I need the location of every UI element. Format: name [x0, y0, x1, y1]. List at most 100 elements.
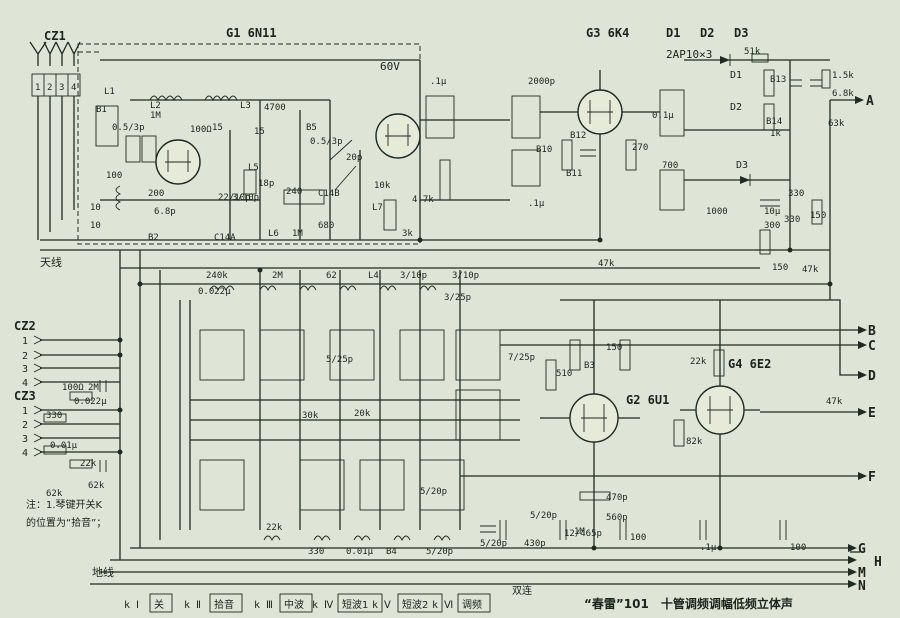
output-d: D [868, 369, 876, 384]
component-value: B12 [570, 131, 586, 141]
key-button[interactable] [279, 593, 313, 613]
component-value: 100 [790, 543, 806, 553]
g4-label: G4 6E2 [728, 357, 771, 371]
component-value: 62 [326, 271, 337, 281]
component-value: 2000p [528, 77, 555, 87]
component-value: 15 [254, 127, 265, 137]
component-value: 15 [212, 123, 223, 133]
component-value: 0.022μ [198, 287, 231, 297]
labels: CZ1 1 2 3 4 G1 6N11 60V G3 6K4 D1 D2 D3 … [14, 26, 882, 611]
component-value: 100 [630, 533, 646, 543]
component-value: 470p [606, 493, 628, 503]
key-label: 中波 [284, 598, 304, 611]
component-value: 150 [772, 263, 788, 273]
key-label: 拾音 [214, 598, 234, 611]
g1-label: G1 6N11 [226, 26, 277, 40]
component-value: 3k [402, 229, 413, 239]
key-number: k Ⅱ [184, 600, 201, 611]
component-value: 0.01μ [346, 547, 374, 557]
component-value: 10 [90, 203, 101, 213]
key-label: 调频 [462, 598, 482, 611]
component-value: .1μ [528, 199, 545, 209]
if-section [420, 70, 660, 240]
component-value: B14 [766, 117, 782, 127]
component-value: B5 [306, 123, 317, 133]
component-value: C14B [318, 189, 340, 199]
diode-type: 2AP10×3 [666, 48, 712, 61]
output-h: H [874, 555, 882, 570]
component-value: .1μ [700, 543, 717, 553]
cz2-label: CZ2 [14, 319, 36, 333]
band-switch-matrix [189, 270, 520, 542]
cz3-pin-3: 3 [22, 434, 28, 445]
component-value: 300 [764, 221, 780, 231]
component-value: 47k [802, 265, 819, 275]
cz1-pin-4: 4 [71, 83, 76, 93]
tube-g1b [375, 113, 421, 159]
component-value: 100Ω [190, 125, 212, 135]
output-m: M [858, 566, 866, 581]
key-number: k Ⅰ [124, 600, 139, 611]
key-button[interactable] [209, 593, 243, 613]
diode-header-d3: D3 [734, 26, 748, 40]
component-value: 6.8k [832, 89, 854, 99]
diode-d1: D1 [730, 70, 742, 81]
component-value: 10μ [764, 207, 781, 217]
cz1-pin-2: 2 [47, 83, 52, 93]
output-g: G [858, 542, 866, 557]
cz2-pin-3: 3 [22, 364, 28, 375]
component-value: 3/10p [400, 271, 427, 281]
component-value: 62k [46, 489, 63, 499]
component-value: 240 [286, 187, 302, 197]
note-line-1: 注：1.琴键开关K [26, 498, 103, 511]
component-value: B3 [584, 361, 595, 371]
tube-g1 [155, 139, 201, 185]
component-value: C14A [214, 233, 236, 243]
cz3-pin-1: 1 [22, 406, 28, 417]
component-value: 5/20p [480, 539, 507, 549]
component-value: 240k [206, 271, 228, 281]
antenna-connector-cz1 [29, 41, 81, 240]
component-value: 0.01μ [50, 441, 78, 451]
component-value: 680 [318, 221, 334, 231]
component-value: B13 [770, 75, 786, 85]
component-value: 3/25p [444, 293, 471, 303]
component-value: L5 [248, 163, 259, 173]
component-value: L3 [240, 101, 251, 111]
component-value: 270 [632, 143, 648, 153]
cz2-pin-1: 1 [22, 336, 28, 347]
tube-g4 [673, 300, 760, 548]
component-value: 150 [810, 211, 826, 221]
tube-g2 [540, 300, 640, 548]
component-value: B10 [536, 145, 552, 155]
output-arrows [848, 96, 867, 588]
key-button[interactable] [149, 593, 173, 613]
component-value: 700 [662, 161, 678, 171]
component-value: 0.5/3p [112, 123, 145, 133]
component-value: 10k [374, 181, 391, 191]
component-value: 1.5k [832, 71, 854, 81]
component-value: L1 [104, 87, 115, 97]
component-value: 82k [686, 437, 703, 447]
component-value: 22/10p [218, 193, 251, 203]
component-value: 20p [346, 153, 362, 163]
component-value: 47k [598, 259, 615, 269]
component-value: 30k [302, 411, 319, 421]
key-label: 关 [154, 598, 164, 611]
component-value: 4.7k [412, 195, 434, 205]
component-value: 200 [148, 189, 164, 199]
component-value: 5/20p [420, 487, 447, 497]
component-value: 1k [770, 129, 781, 139]
detector-section [659, 53, 831, 255]
component-value: 51k [744, 47, 761, 57]
g2-label: G2 6U1 [626, 393, 669, 407]
key-button[interactable] [397, 593, 443, 613]
component-value: 430p [524, 539, 546, 549]
key-button[interactable] [337, 593, 383, 613]
component-value: 20k [354, 409, 371, 419]
diode-header-d2: D2 [700, 26, 714, 40]
diagram-title: “春雷”101 十管调频调幅低频立体声 [584, 596, 793, 611]
key-button[interactable] [457, 593, 491, 613]
